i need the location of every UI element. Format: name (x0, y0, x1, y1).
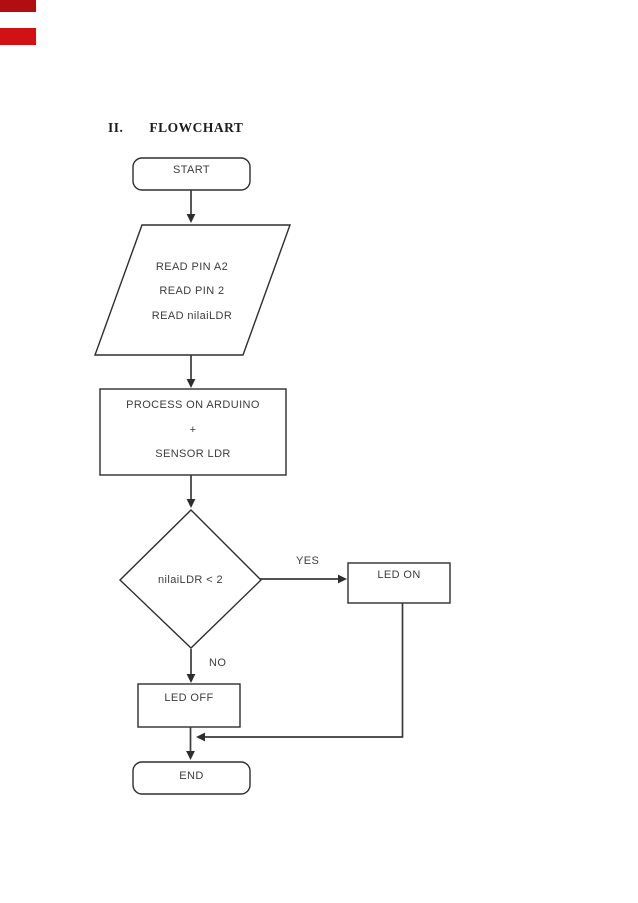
led-on-rect-shape (347, 562, 451, 604)
arrowhead-into-read (186, 214, 196, 223)
section-numeral: II. (108, 120, 124, 135)
yes-edge-label: YES (296, 555, 320, 567)
section-heading: II. FLOWCHART (108, 120, 243, 136)
read-parallelogram-shape (94, 224, 291, 356)
arrowhead-into-end (186, 751, 195, 760)
arrowhead-merge-left (196, 732, 205, 742)
end-terminator-shape (132, 761, 251, 795)
decision-label: nilaiLDR < 2 (157, 574, 224, 586)
decision-diamond-shape (118, 509, 262, 649)
process-line-2: + (189, 424, 197, 436)
process-line-1: PROCESS ON ARDUINO (126, 399, 260, 411)
red-marker-bar-top (0, 0, 36, 12)
red-marker-bar-bottom (0, 28, 36, 45)
start-label: START (172, 164, 211, 176)
led-on-label: LED ON (377, 569, 421, 581)
end-label: END (179, 770, 204, 782)
led-off-rect-shape (137, 683, 241, 728)
arrowhead-into-ledon (338, 574, 347, 584)
connector-ledon-merge (205, 603, 404, 738)
led-off-label: LED OFF (164, 692, 214, 704)
process-line-3: SENSOR LDR (155, 448, 231, 460)
no-edge-label: NO (209, 657, 227, 669)
read-line-2: READ PIN 2 (159, 285, 225, 297)
read-line-1: READ PIN A2 (155, 261, 229, 273)
arrowhead-into-ledoff (186, 674, 196, 683)
section-title: FLOWCHART (149, 120, 244, 135)
read-line-3: READ nilaiLDR (151, 310, 233, 322)
process-rect-shape (99, 388, 287, 476)
arrowhead-into-process (186, 379, 196, 388)
arrowhead-into-decision (186, 499, 196, 508)
